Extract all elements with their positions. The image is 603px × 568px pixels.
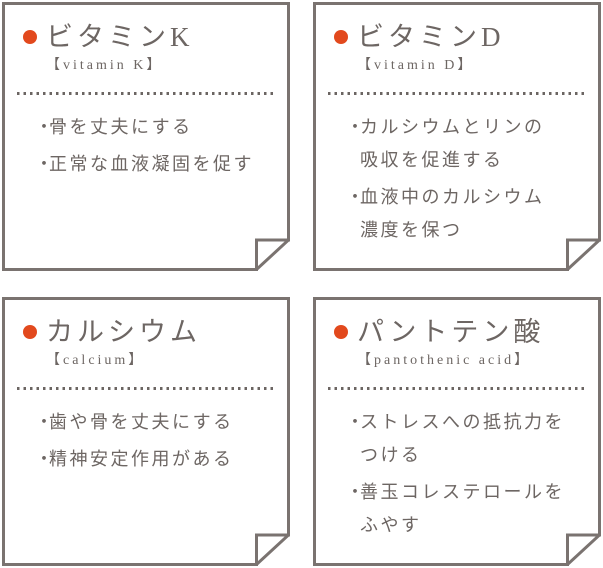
card-content: パントテン酸 【pantothenic acid】 ・ストレスへの抵抗力をつける… xyxy=(313,297,601,566)
benefit-item: ・歯や骨を丈夫にする xyxy=(35,406,282,439)
benefit-item: ・精神安定作用がある xyxy=(35,443,282,476)
item-text: 骨を丈夫にする xyxy=(49,111,282,144)
benefit-list: ・歯や骨を丈夫にする・精神安定作用がある xyxy=(35,406,282,476)
item-text: 血液中のカルシウム濃度を保つ xyxy=(360,181,593,247)
item-text-line: 血液中のカルシウム xyxy=(360,187,545,207)
benefit-item: ・正常な血液凝固を促す xyxy=(35,148,282,181)
nutrient-card-pantothenic-acid: パントテン酸 【pantothenic acid】 ・ストレスへの抵抗力をつける… xyxy=(313,297,601,566)
accent-dot-icon xyxy=(23,325,37,339)
folded-corner-icon xyxy=(255,533,290,566)
item-text-line: 正常な血液凝固を促す xyxy=(49,154,254,174)
nutrient-subtitle-en: 【calcium】 xyxy=(46,353,146,368)
card-frame xyxy=(2,2,290,271)
dotted-divider xyxy=(328,387,585,390)
card-outline xyxy=(2,2,290,271)
dotted-divider xyxy=(17,92,274,95)
item-bullet: ・ xyxy=(35,412,53,432)
item-text: カルシウムとリンの吸収を促進する xyxy=(360,111,593,177)
item-bullet: ・ xyxy=(346,482,364,502)
folded-corner-icon xyxy=(255,238,290,271)
item-text-line: ふやす xyxy=(360,515,422,535)
nutrient-title: ビタミンD xyxy=(357,22,505,52)
nutrient-title: パントテン酸 xyxy=(357,317,545,347)
benefit-item: ・カルシウムとリンの吸収を促進する xyxy=(346,111,593,177)
nutrient-title: カルシウム xyxy=(46,317,201,347)
benefit-item: ・ストレスへの抵抗力をつける xyxy=(346,406,593,472)
benefit-item: ・善玉コレステロールをふやす xyxy=(346,476,593,542)
item-text: 善玉コレステロールをふやす xyxy=(360,476,593,542)
item-bullet: ・ xyxy=(346,117,364,137)
item-text-line: 善玉コレステロールを xyxy=(360,482,565,502)
card-outline xyxy=(313,2,601,271)
card-frame xyxy=(313,2,601,271)
card-content: カルシウム 【calcium】 ・歯や骨を丈夫にする・精神安定作用がある xyxy=(2,297,290,566)
card-frame xyxy=(313,297,601,566)
dotted-divider xyxy=(328,92,585,95)
benefit-list: ・カルシウムとリンの吸収を促進する・血液中のカルシウム濃度を保つ xyxy=(346,111,593,247)
item-text: 精神安定作用がある xyxy=(49,443,282,476)
accent-dot-icon xyxy=(334,325,348,339)
accent-dot-icon xyxy=(23,30,37,44)
benefit-item: ・血液中のカルシウム濃度を保つ xyxy=(346,181,593,247)
item-text: ストレスへの抵抗力をつける xyxy=(360,406,593,472)
dotted-divider xyxy=(17,387,274,390)
item-bullet: ・ xyxy=(346,412,364,432)
item-text: 歯や骨を丈夫にする xyxy=(49,406,282,439)
benefit-item: ・骨を丈夫にする xyxy=(35,111,282,144)
nutrient-title: ビタミンK xyxy=(46,22,194,52)
item-text-line: ストレスへの抵抗力を xyxy=(360,412,565,432)
accent-dot-icon xyxy=(334,30,348,44)
item-text-line: 精神安定作用がある xyxy=(49,449,234,469)
item-text-line: 骨を丈夫にする xyxy=(49,117,193,137)
item-text-line: 濃度を保つ xyxy=(360,220,463,240)
nutrient-card-vitamin-d: ビタミンD 【vitamin D】 ・カルシウムとリンの吸収を促進する・血液中の… xyxy=(313,2,601,271)
item-text-line: 歯や骨を丈夫にする xyxy=(49,412,234,432)
item-text-line: カルシウムとリンの xyxy=(360,117,545,137)
nutrient-card-vitamin-k: ビタミンK 【vitamin K】 ・骨を丈夫にする・正常な血液凝固を促す xyxy=(2,2,290,271)
item-bullet: ・ xyxy=(35,117,53,137)
nutrient-subtitle-en: 【vitamin K】 xyxy=(46,58,164,73)
folded-corner-icon xyxy=(566,533,601,566)
benefit-list: ・骨を丈夫にする・正常な血液凝固を促す xyxy=(35,111,282,181)
card-frame xyxy=(2,297,290,566)
item-bullet: ・ xyxy=(35,449,53,469)
nutrient-subtitle-en: 【pantothenic acid】 xyxy=(357,353,532,368)
item-bullet: ・ xyxy=(346,187,364,207)
item-text-line: つける xyxy=(360,445,422,465)
card-outline xyxy=(2,297,290,566)
benefit-list: ・ストレスへの抵抗力をつける・善玉コレステロールをふやす xyxy=(346,406,593,542)
nutrient-subtitle-en: 【vitamin D】 xyxy=(357,58,475,73)
card-outline xyxy=(313,297,601,566)
card-content: ビタミンD 【vitamin D】 ・カルシウムとリンの吸収を促進する・血液中の… xyxy=(313,2,601,271)
nutrient-card-calcium: カルシウム 【calcium】 ・歯や骨を丈夫にする・精神安定作用がある xyxy=(2,297,290,566)
item-text-line: 吸収を促進する xyxy=(360,150,504,170)
item-text: 正常な血液凝固を促す xyxy=(49,148,282,181)
folded-corner-icon xyxy=(566,238,601,271)
card-content: ビタミンK 【vitamin K】 ・骨を丈夫にする・正常な血液凝固を促す xyxy=(2,2,290,271)
item-bullet: ・ xyxy=(35,154,53,174)
